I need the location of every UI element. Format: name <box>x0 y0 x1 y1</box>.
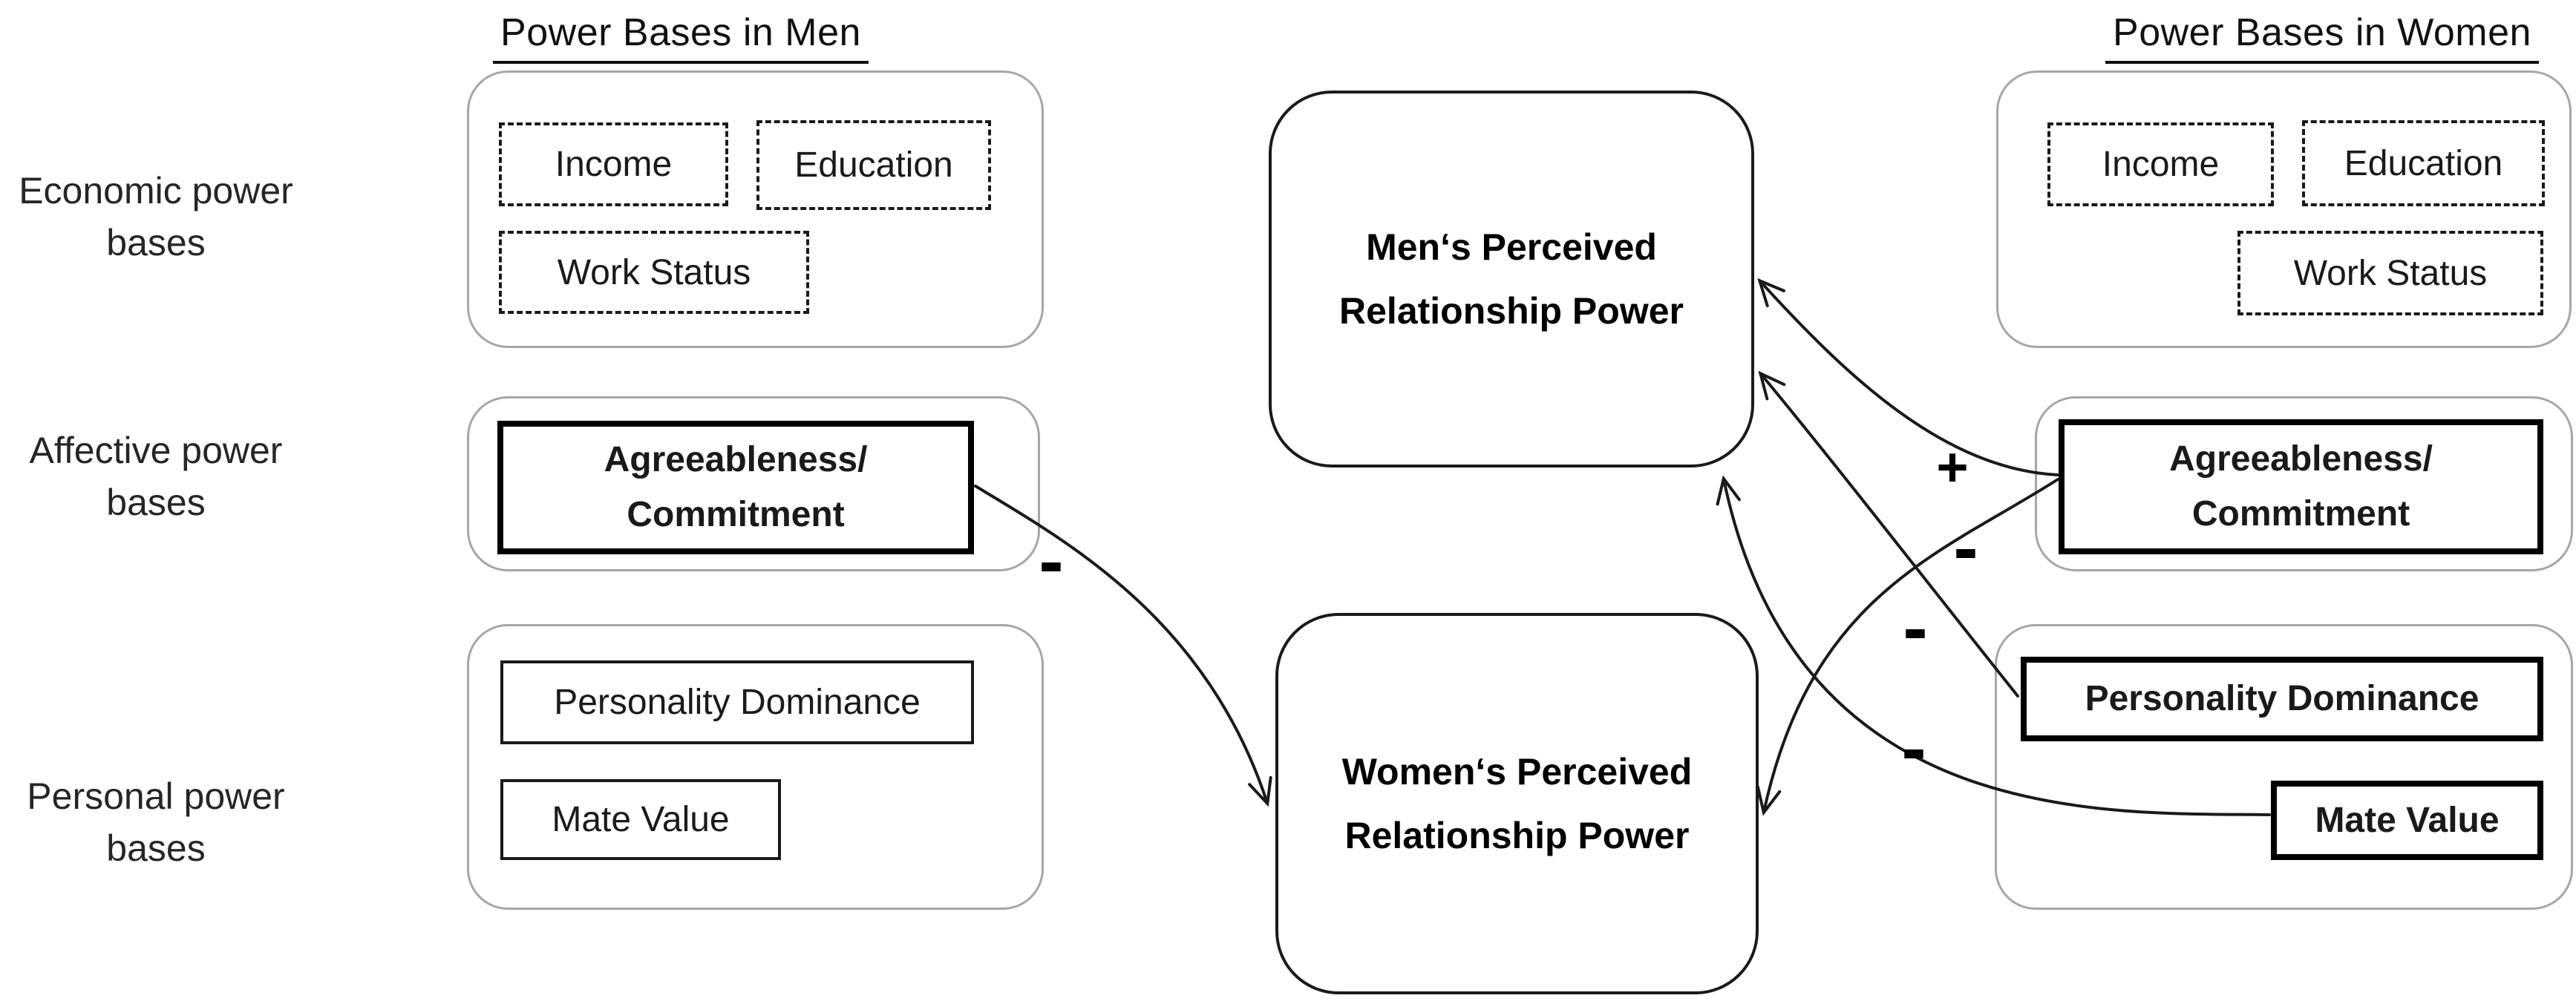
men-income-label: Income <box>555 145 673 184</box>
women-perceived-relationship-power-box: Women‘s Perceived Relationship Power <box>1275 613 1759 994</box>
women-personality-dominance-box: Personality Dominance <box>2021 657 2543 741</box>
row-label-economic-line1: Economic power <box>19 170 293 211</box>
arrow-sign-men-agreeableness: - <box>1039 519 1063 603</box>
men-personality-dominance-box: Personality Dominance <box>500 660 974 744</box>
arrow-sign-women-agreeableness-minus: - <box>1953 506 1978 589</box>
row-label-economic-line2: bases <box>106 222 206 263</box>
women-agreeableness-line2: Commitment <box>2191 494 2410 534</box>
men-education-label: Education <box>794 145 953 185</box>
title-power-bases-women: Power Bases in Women <box>2099 10 2545 64</box>
women-outcome-line1: Women‘s Perceived <box>1341 751 1693 793</box>
women-outcome-line2: Relationship Power <box>1344 815 1690 856</box>
women-mate-value-label: Mate Value <box>2315 800 2500 840</box>
row-label-personal-line1: Personal power <box>27 775 285 817</box>
men-income-box: Income <box>499 122 728 206</box>
men-agreeableness-line2: Commitment <box>627 495 845 534</box>
title-power-bases-men: Power Bases in Men <box>458 10 903 64</box>
women-education-label: Education <box>2344 143 2503 183</box>
row-label-affective-line1: Affective power <box>29 430 283 471</box>
row-label-affective: Affective power bases <box>0 424 312 528</box>
men-education-box: Education <box>756 120 991 210</box>
arrow-sign-women-personality-dominance: - <box>1903 586 1927 669</box>
row-label-affective-line2: bases <box>106 482 206 523</box>
men-outcome-line1: Men‘s Perceived <box>1366 226 1657 268</box>
arrow-sign-women-agreeableness-plus: + <box>1936 436 1968 498</box>
men-work-status-label: Work Status <box>557 252 751 292</box>
men-outcome-line2: Relationship Power <box>1339 290 1684 332</box>
women-personality-dominance-label: Personality Dominance <box>2085 679 2479 718</box>
men-mate-value-label: Mate Value <box>552 800 730 839</box>
men-agreeableness-line1: Agreeableness/ <box>604 440 868 479</box>
arrow-women-personality-dominance-to-men-power <box>1761 374 2019 698</box>
arrow-sign-women-mate-value: - <box>1901 706 1926 790</box>
row-label-personal-line2: bases <box>106 827 206 869</box>
title-power-bases-women-text: Power Bases in Women <box>2105 10 2539 64</box>
row-label-personal: Personal power bases <box>0 770 312 874</box>
title-power-bases-men-text: Power Bases in Men <box>493 10 869 64</box>
men-work-status-box: Work Status <box>499 231 809 314</box>
men-personality-dominance-label: Personality Dominance <box>554 683 921 722</box>
men-agreeableness-box: Agreeableness/ Commitment <box>497 421 974 554</box>
women-income-box: Income <box>2047 122 2274 206</box>
women-work-status-box: Work Status <box>2237 231 2543 315</box>
men-perceived-relationship-power-box: Men‘s Perceived Relationship Power <box>1269 91 1754 467</box>
row-label-economic: Economic power bases <box>0 165 312 269</box>
women-education-box: Education <box>2302 120 2545 206</box>
women-agreeableness-box: Agreeableness/ Commitment <box>2059 419 2543 554</box>
women-mate-value-box: Mate Value <box>2271 781 2543 860</box>
women-agreeableness-line1: Agreeableness/ <box>2169 439 2433 479</box>
women-income-label: Income <box>2102 145 2220 184</box>
men-mate-value-box: Mate Value <box>500 779 781 860</box>
women-work-status-label: Work Status <box>2293 253 2488 293</box>
